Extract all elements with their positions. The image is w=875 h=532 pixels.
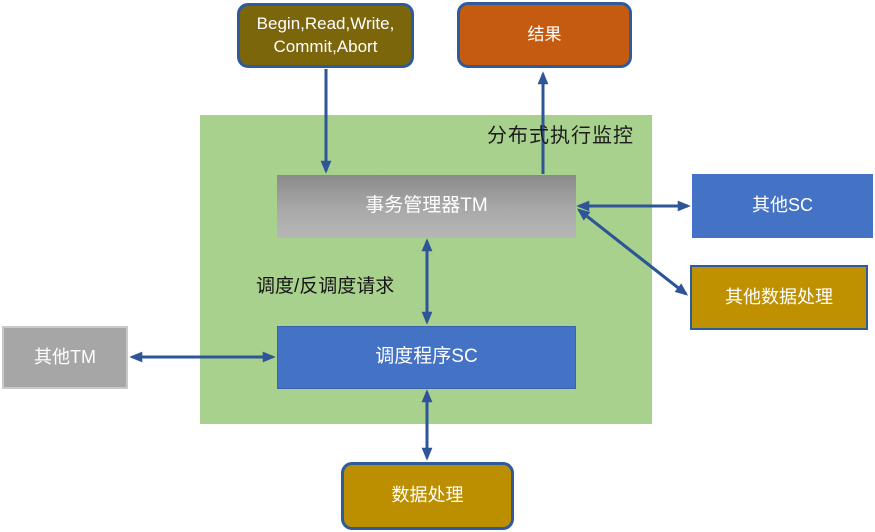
data-processing-label: 数据处理 <box>391 485 464 506</box>
transaction-manager-label: 事务管理器TM <box>365 195 488 217</box>
node-other-tm: 其他TM <box>2 326 128 389</box>
client-operations-label-line2: Commit,Abort <box>273 36 378 56</box>
node-result: 结果 <box>457 2 632 68</box>
node-scheduler: 调度程序SC <box>277 326 576 389</box>
node-transaction-manager: 事务管理器TM <box>277 175 576 238</box>
client-operations-label-line1: Begin,Read,Write, <box>256 14 395 34</box>
other-tm-label: 其他TM <box>34 346 96 367</box>
other-sc-label: 其他SC <box>751 195 813 216</box>
other-data-processing-label: 其他数据处理 <box>725 286 833 307</box>
node-other-sc: 其他SC <box>692 174 873 238</box>
panel-title: 分布式执行监控 <box>487 125 634 147</box>
result-label: 结果 <box>527 24 562 44</box>
node-other-data-processing: 其他数据处理 <box>690 265 868 330</box>
edge-tm-other-dp-arrow-up <box>576 208 687 296</box>
node-data-processing: 数据处理 <box>341 462 514 530</box>
scheduler-label: 调度程序SC <box>375 346 478 368</box>
node-client-operations: Begin,Read,Write, Commit,Abort <box>237 3 414 68</box>
schedule-request-edge-label: 调度/反调度请求 <box>256 276 395 297</box>
